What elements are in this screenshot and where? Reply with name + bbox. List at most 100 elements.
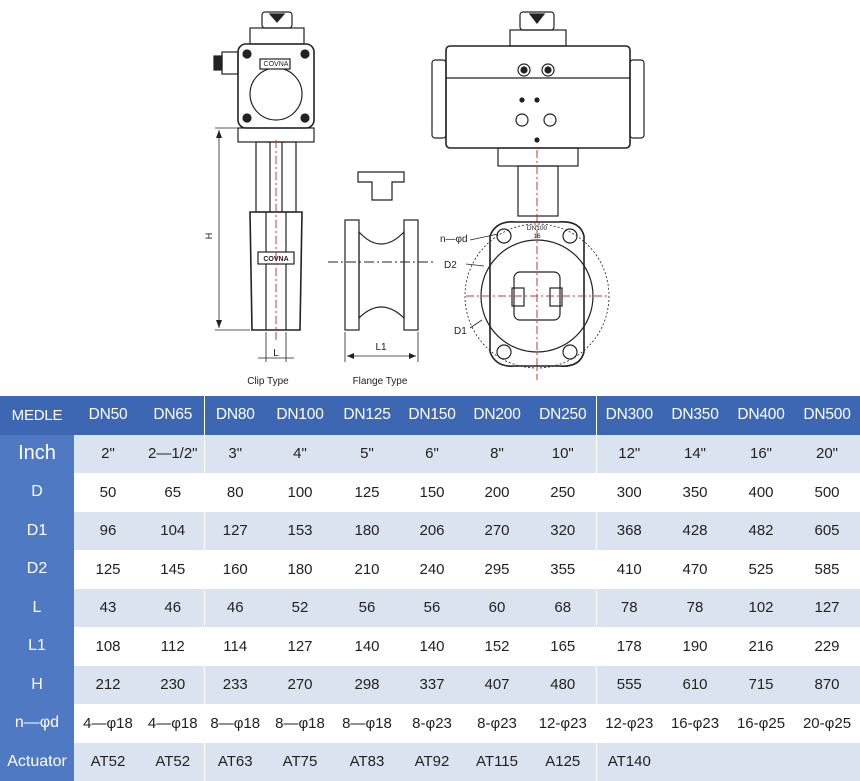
header-label: MEDLE [0, 396, 74, 435]
table-cell: 337 [400, 665, 464, 704]
table-cell: 20-φ25 [794, 704, 860, 743]
table-cell: 480 [530, 665, 596, 704]
table-cell: 8—φ18 [334, 704, 400, 743]
table-cell: AT63 [203, 742, 266, 781]
table-cell: 180 [266, 550, 334, 589]
table-cell: 350 [662, 473, 728, 512]
table-cell: 160 [203, 550, 266, 589]
table-cell: AT52 [74, 742, 142, 781]
table-cell: 16" [728, 434, 794, 473]
row-label: n—φd [0, 704, 74, 743]
table-cell: A125 [530, 742, 596, 781]
table-cell: 3" [203, 434, 266, 473]
column-header: DN50 [74, 396, 142, 435]
table-cell: AT140 [595, 742, 662, 781]
table-cell: 605 [794, 511, 860, 550]
table-cell: 8-φ23 [400, 704, 464, 743]
table-cell: 127 [266, 627, 334, 666]
dim-l1-label: L1 [375, 342, 387, 353]
table-cell: 229 [794, 627, 860, 666]
table-cell: 715 [728, 665, 794, 704]
table-cell [662, 742, 728, 781]
caption-clip-type: Clip Type [247, 376, 289, 387]
table-cell: 4—φ18 [142, 704, 204, 743]
row-label: H [0, 665, 74, 704]
table-cell: 100 [266, 473, 334, 512]
table-cell: 78 [662, 588, 728, 627]
table-cell: AT83 [334, 742, 400, 781]
table-cell: 80 [203, 473, 266, 512]
table-cell: 140 [334, 627, 400, 666]
table-cell: 610 [662, 665, 728, 704]
table-cell: 65 [142, 473, 204, 512]
table-cell: 407 [464, 665, 530, 704]
column-header: DN250 [530, 396, 596, 435]
table-cell: 8—φ18 [203, 704, 266, 743]
row-label: L [0, 588, 74, 627]
table-cell: 16-φ23 [662, 704, 728, 743]
table-cell: 153 [266, 511, 334, 550]
label-d2: D2 [444, 260, 457, 271]
table-cell: 270 [464, 511, 530, 550]
table-cell: 46 [142, 588, 204, 627]
table-cell: 114 [203, 627, 266, 666]
label-d1: D1 [454, 326, 467, 337]
table-cell: 150 [400, 473, 464, 512]
table-cell: 68 [530, 588, 596, 627]
table-cell: 190 [662, 627, 728, 666]
table-cell: AT92 [400, 742, 464, 781]
table-cell: 178 [595, 627, 662, 666]
table-cell: 12" [595, 434, 662, 473]
table-cell: 112 [142, 627, 204, 666]
clip-type-view [213, 11, 315, 362]
table-cell: 212 [74, 665, 142, 704]
table-cell: 108 [74, 627, 142, 666]
table-cell: 428 [662, 511, 728, 550]
table-cell: 298 [334, 665, 400, 704]
table-cell: 555 [595, 665, 662, 704]
table-cell: 8—φ18 [266, 704, 334, 743]
table-cell: 14" [662, 434, 728, 473]
table-cell: 400 [728, 473, 794, 512]
row-label: D2 [0, 550, 74, 589]
table-cell: 5" [334, 434, 400, 473]
dim-l-label: L [273, 348, 279, 359]
table-cell: 250 [530, 473, 596, 512]
table-cell: 104 [142, 511, 204, 550]
table-cell: 4—φ18 [74, 704, 142, 743]
table-cell: 127 [794, 588, 860, 627]
column-header: DN100 [266, 396, 334, 435]
table-cell: 127 [203, 511, 266, 550]
table-cell: 295 [464, 550, 530, 589]
table-cell: 125 [74, 550, 142, 589]
table-cell: 470 [662, 550, 728, 589]
table-cell: 60 [464, 588, 530, 627]
table-cell: 96 [74, 511, 142, 550]
table-cell [794, 742, 860, 781]
column-header: DN150 [400, 396, 464, 435]
table-cell: 16-φ25 [728, 704, 794, 743]
table-cell: 368 [595, 511, 662, 550]
table-cell: 52 [266, 588, 334, 627]
table-cell: 78 [595, 588, 662, 627]
table-cell: 355 [530, 550, 596, 589]
table-cell: 500 [794, 473, 860, 512]
row-label: D [0, 473, 74, 512]
table-cell: 2—1/2" [142, 434, 204, 473]
table-cell: AT75 [266, 742, 334, 781]
column-header: DN65 [142, 396, 204, 435]
table-cell: 20" [794, 434, 860, 473]
table-cell: 216 [728, 627, 794, 666]
table-cell: 410 [595, 550, 662, 589]
table-cell: 56 [334, 588, 400, 627]
front-view [431, 11, 645, 380]
row-label: Inch [0, 434, 74, 473]
table-cell: 50 [74, 473, 142, 512]
